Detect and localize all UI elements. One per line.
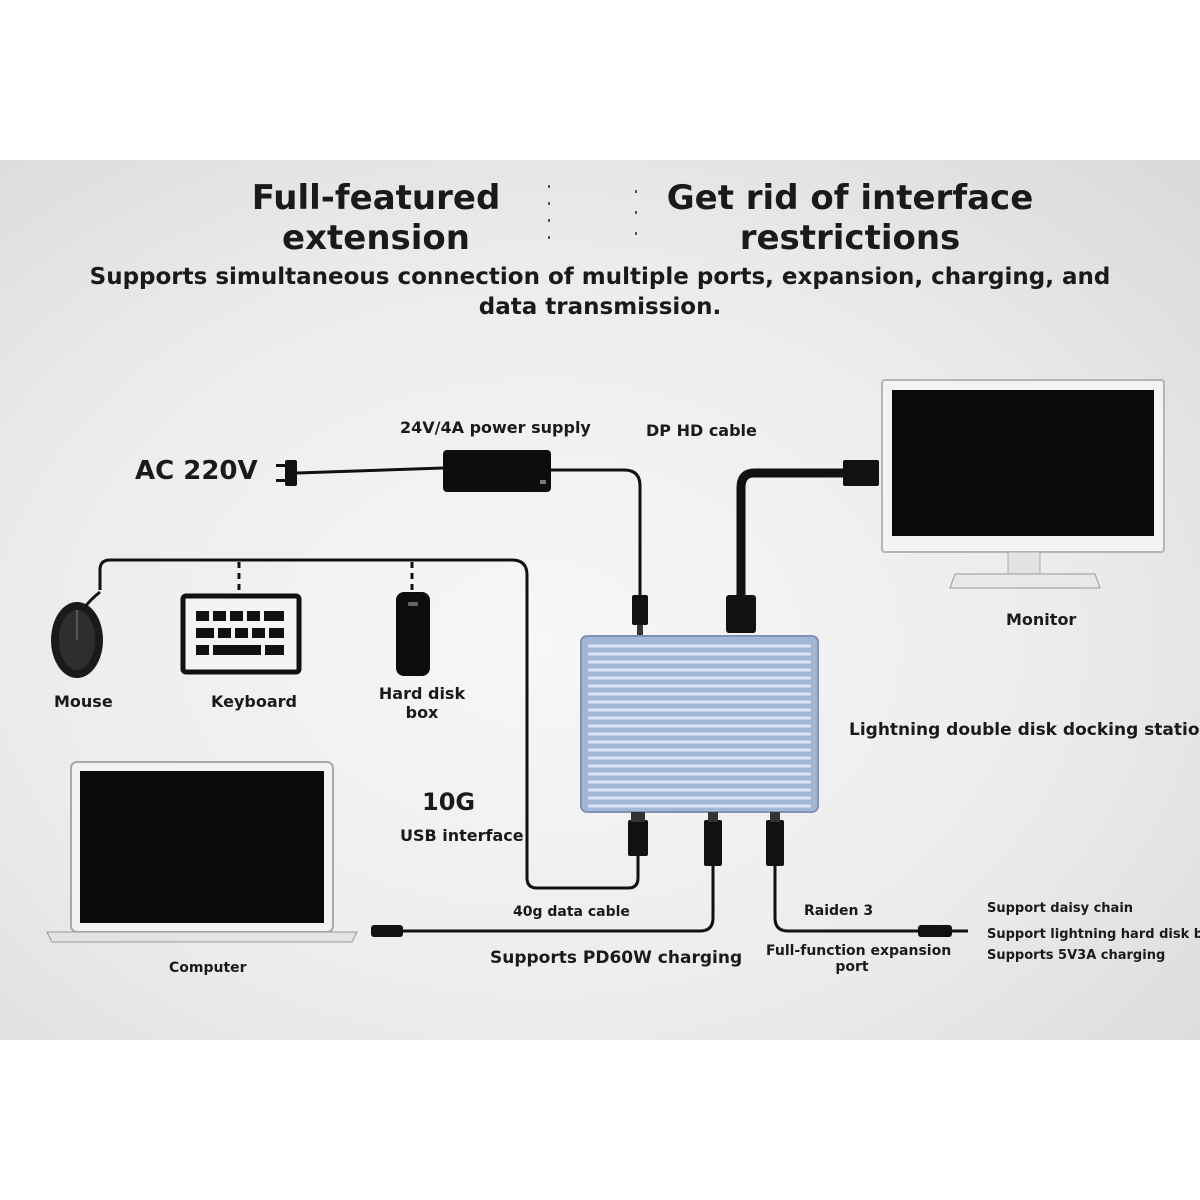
mouse-icon bbox=[51, 602, 103, 678]
subtitle: Supports simultaneous connection of mult… bbox=[50, 262, 1150, 322]
power-connector-icon bbox=[632, 595, 648, 625]
title-left-line1: Full-featured bbox=[251, 178, 501, 218]
hard-disk-label-line1: Hard disk bbox=[378, 684, 466, 703]
dock-icon bbox=[580, 635, 819, 813]
expansion-port-label: Full-function expansion port bbox=[766, 943, 952, 975]
subtitle-line2: data transmission. bbox=[478, 294, 722, 320]
dp-connector-icon bbox=[843, 460, 879, 486]
power-adapter-icon bbox=[443, 450, 551, 492]
ac-label: AC 220V bbox=[135, 456, 258, 486]
computer-label: Computer bbox=[169, 960, 247, 976]
dp-dock-connector-icon bbox=[726, 595, 756, 633]
title-right: Get rid of interface restrictions bbox=[660, 178, 1040, 258]
usb-a-connector-icon bbox=[628, 820, 648, 856]
monitor-icon bbox=[881, 379, 1165, 589]
subtitle-line1: Supports simultaneous connection of mult… bbox=[89, 264, 1111, 290]
dp-cable-label: DP HD cable bbox=[646, 421, 757, 440]
laptop-icon bbox=[46, 761, 358, 943]
title-right-line1: Get rid of interface bbox=[666, 178, 1034, 218]
expansion-port-label-line2: port bbox=[835, 959, 869, 975]
title-left-line2: extension bbox=[282, 218, 470, 258]
pd-charging-label: Supports PD60W charging bbox=[490, 948, 743, 968]
title-left: Full-featured extension bbox=[240, 178, 512, 258]
title-right-line2: restrictions bbox=[739, 218, 961, 258]
ac-cable bbox=[296, 466, 444, 475]
usb-c-connector-icon bbox=[371, 925, 403, 937]
monitor-label: Monitor bbox=[1006, 610, 1077, 629]
hard-disk-icon bbox=[396, 592, 430, 676]
usb-c-connector-icon bbox=[766, 820, 784, 866]
mouse-label: Mouse bbox=[54, 692, 113, 711]
usb-interface-label: USB interface bbox=[400, 826, 524, 845]
plug-icon bbox=[276, 460, 297, 486]
feature-charging: Supports 5V3A charging bbox=[987, 948, 1166, 963]
hard-disk-label: Hard disk box bbox=[372, 684, 472, 722]
raiden-label: Raiden 3 bbox=[804, 903, 874, 919]
usb-c-connector-icon bbox=[918, 925, 952, 937]
speed-label: 10G bbox=[422, 788, 476, 816]
power-cable bbox=[551, 468, 642, 595]
feature-daisy-chain: Support daisy chain bbox=[987, 901, 1134, 916]
power-supply-label: 24V/4A power supply bbox=[400, 418, 591, 437]
usb-c-connector-icon bbox=[704, 820, 722, 866]
usb-cable bbox=[98, 558, 640, 890]
expansion-cable bbox=[773, 866, 918, 933]
data-cable-label: 40g data cable bbox=[513, 904, 630, 920]
feature-lightning-disk: Support lightning hard disk box bbox=[987, 927, 1200, 942]
data-cable bbox=[403, 866, 715, 933]
dp-cable bbox=[736, 468, 843, 595]
hard-disk-label-line2: box bbox=[405, 703, 439, 722]
keyboard-icon bbox=[180, 593, 302, 675]
keyboard-label: Keyboard bbox=[211, 692, 297, 711]
dock-label: Lightning double disk docking station bbox=[849, 720, 1200, 740]
expansion-port-label-line1: Full-function expansion bbox=[766, 943, 952, 959]
